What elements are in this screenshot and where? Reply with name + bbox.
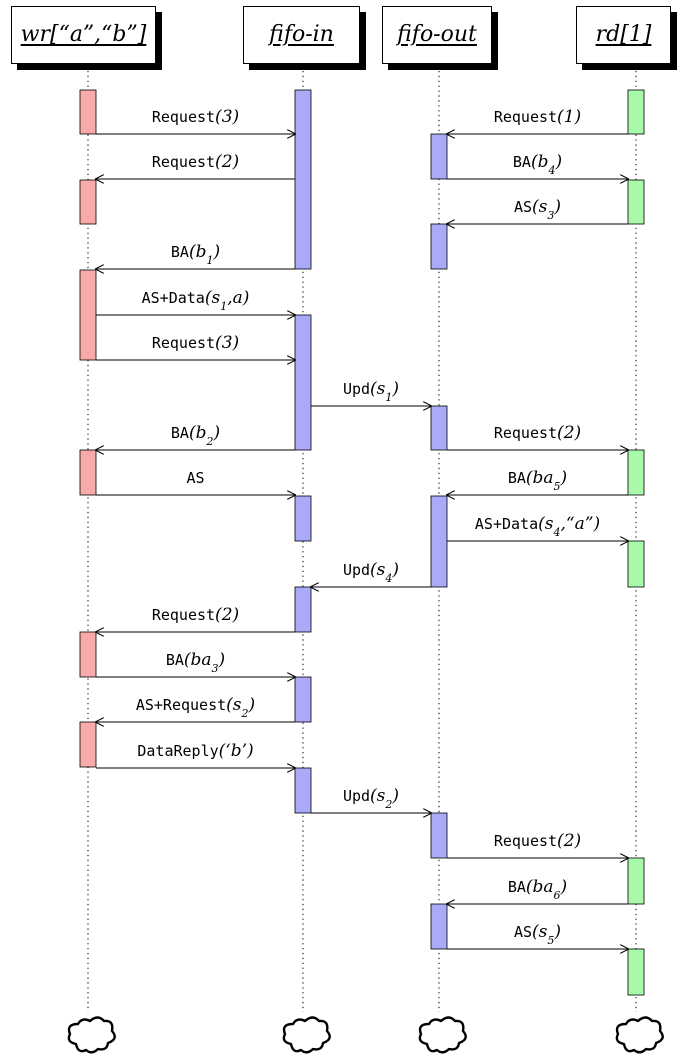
- message-23: AS(s5​): [447, 922, 628, 949]
- activation-wr: [79, 721, 97, 768]
- activation-wr: [79, 179, 97, 225]
- termination-cloud-icon: [282, 1016, 331, 1054]
- activation-wr: [79, 269, 97, 361]
- activation-rd: [627, 89, 645, 135]
- message-label: Request(2): [152, 152, 239, 172]
- message-13: BA(ba5​): [447, 468, 628, 495]
- message-15: Upd(s4​): [311, 560, 431, 587]
- message-label: Request(3): [152, 107, 239, 127]
- message-10: BA(b2​): [96, 423, 295, 450]
- message-label: Request(1): [494, 107, 581, 127]
- message-1: Request(3): [96, 107, 295, 134]
- activation-fifo-out: [430, 223, 448, 270]
- message-21: Request(2): [447, 831, 628, 858]
- message-label: BA(ba5​): [508, 468, 567, 493]
- activation-fifo-in: [294, 495, 312, 542]
- message-label: Request(2): [152, 605, 239, 625]
- participant-wr: wr[“a”,“b”]: [11, 6, 156, 64]
- message-5: AS(s3​): [447, 197, 628, 224]
- message-16: Request(2): [96, 605, 295, 632]
- message-3: Request(2): [96, 152, 295, 179]
- message-20: Upd(s2​): [311, 786, 431, 813]
- participant-rd: rd[1]: [576, 6, 671, 64]
- message-label: Upd(s1​): [343, 379, 399, 404]
- activation-fifo-out: [430, 903, 448, 950]
- message-2: Request(1): [447, 107, 628, 134]
- message-label: Upd(s2​): [343, 786, 399, 811]
- activation-fifo-in: [294, 89, 312, 270]
- message-17: BA(ba3​): [96, 650, 295, 677]
- participant-fifo-in: fifo-in: [243, 6, 360, 64]
- message-label: AS(s5​): [514, 922, 561, 947]
- message-label: Request(3): [152, 333, 239, 353]
- activation-rd: [627, 540, 645, 588]
- message-19: DataReply(‘b’): [96, 741, 295, 768]
- activation-fifo-in: [294, 767, 312, 814]
- message-12: AS: [96, 469, 295, 495]
- termination-cloud-icon: [418, 1016, 467, 1054]
- activation-wr: [79, 449, 97, 496]
- activation-fifo-out: [430, 133, 448, 180]
- activation-fifo-in: [294, 586, 312, 633]
- activation-fifo-out: [430, 495, 448, 588]
- message-label: Upd(s4​): [343, 560, 399, 585]
- termination-cloud-icon: [67, 1016, 116, 1054]
- activation-fifo-out: [430, 405, 448, 451]
- message-label: AS: [186, 469, 204, 487]
- message-6: BA(b1​): [96, 242, 295, 269]
- message-18: AS+Request(s2​): [96, 695, 295, 722]
- activation-rd: [627, 179, 645, 225]
- activation-wr: [79, 89, 97, 135]
- activation-wr: [79, 631, 97, 678]
- message-label: AS+Data(s4​,“a”): [475, 514, 600, 539]
- message-label: DataReply(‘b’): [137, 741, 253, 761]
- message-8: Request(3): [96, 333, 295, 360]
- message-label: Request(2): [494, 423, 581, 443]
- participant-fifo-out: fifo-out: [382, 6, 492, 64]
- message-label: BA(ba3​): [166, 650, 225, 675]
- message-11: Request(2): [447, 423, 628, 450]
- message-label: Request(2): [494, 831, 581, 851]
- message-9: Upd(s1​): [311, 379, 431, 406]
- message-label: AS+Data(s1​,a): [142, 288, 250, 313]
- message-label: BA(b2​): [171, 423, 220, 448]
- message-7: AS+Data(s1​,a): [96, 288, 295, 315]
- message-label: BA(b1​): [171, 242, 220, 267]
- termination-cloud-icon: [615, 1016, 664, 1054]
- message-22: BA(ba6​): [447, 877, 628, 904]
- activation-fifo-in: [294, 314, 312, 451]
- message-4: BA(b4​): [447, 152, 628, 179]
- message-14: AS+Data(s4​,“a”): [447, 514, 628, 541]
- message-label: AS+Request(s2​): [136, 695, 255, 720]
- activation-rd: [627, 857, 645, 905]
- activation-rd: [627, 449, 645, 496]
- message-label: BA(ba6​): [508, 877, 567, 902]
- message-label: BA(b4​): [513, 152, 562, 177]
- message-label: AS(s3​): [514, 197, 561, 222]
- activation-fifo-in: [294, 676, 312, 723]
- activation-fifo-out: [430, 812, 448, 859]
- activation-rd: [627, 948, 645, 996]
